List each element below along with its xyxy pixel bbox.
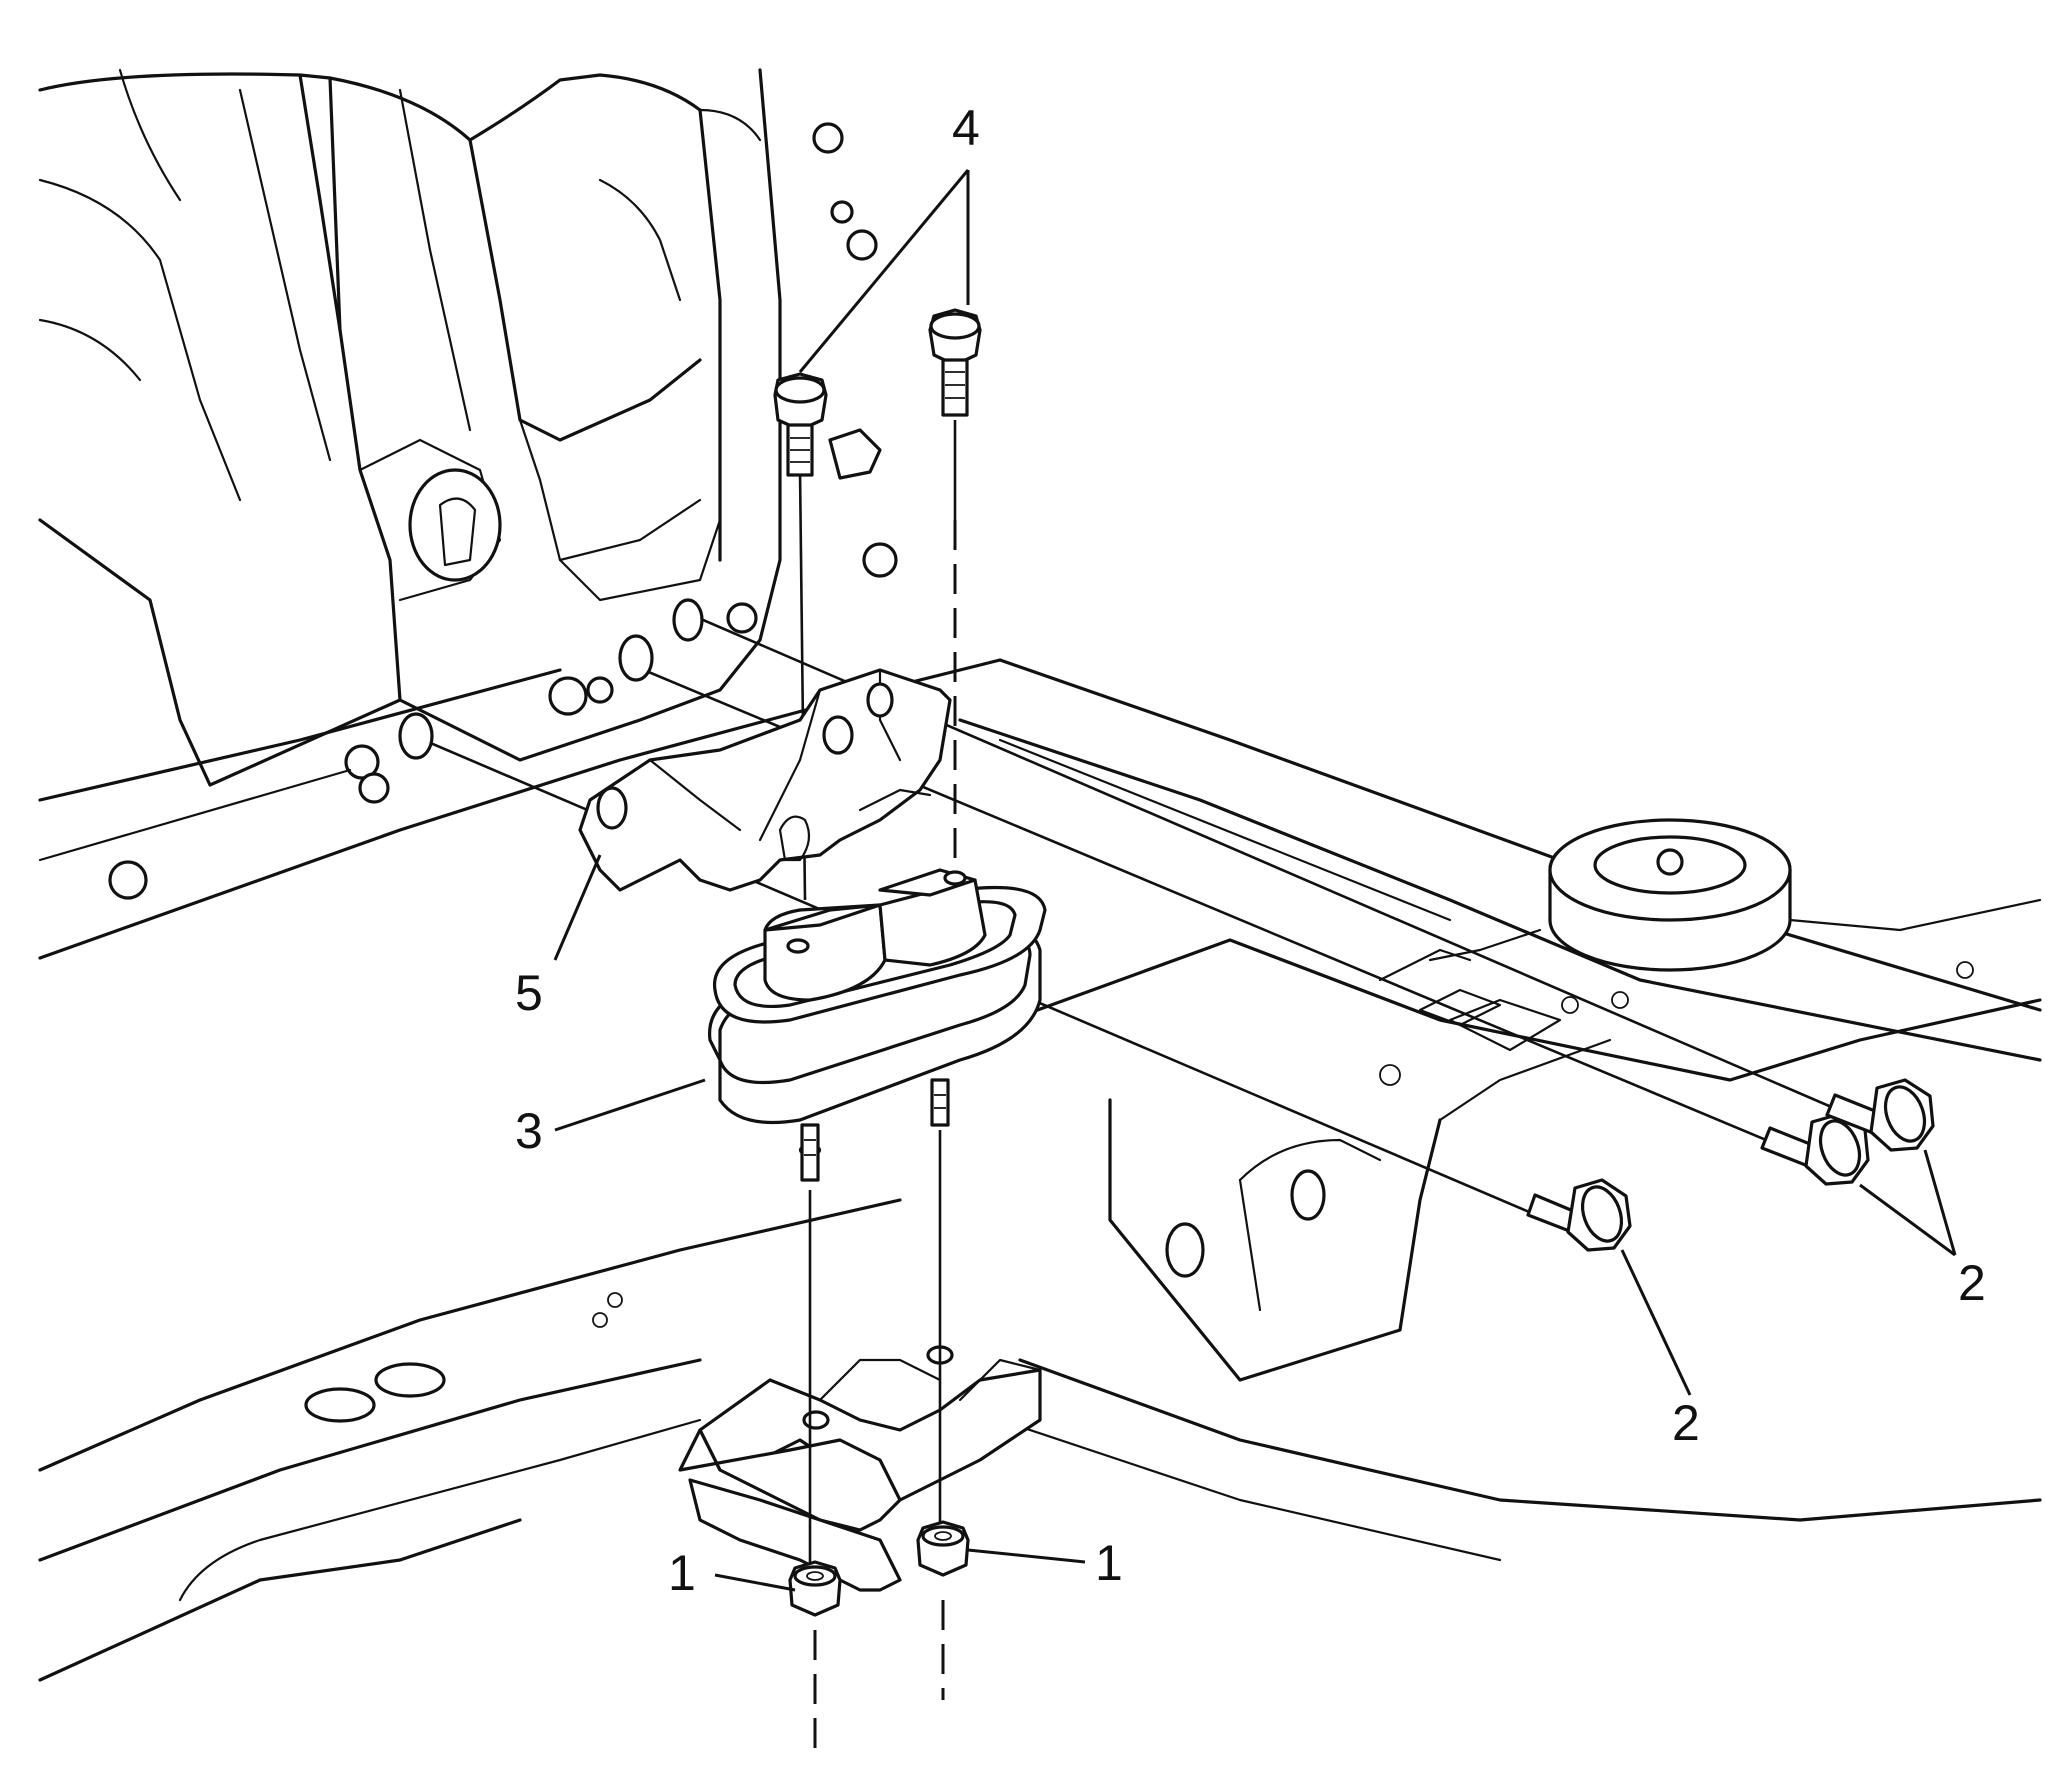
nut-1-right [916,1520,970,1577]
nut-1-left [788,1560,842,1617]
frame-rail [38,658,2042,1382]
transmission-mount [708,868,1047,1182]
assembly-centerlines [399,420,1851,1760]
lower-subframe [38,1198,2042,1682]
case-bolt-heads [108,122,898,900]
body-mount-puck [1428,818,2042,972]
callout-1-left-label: 1 [668,1545,696,1601]
transmission-mount-bracket [578,668,952,892]
callout-3: 3 [515,1078,706,1159]
callout-3-label: 3 [515,1103,543,1159]
callout-1-right-label: 1 [1095,1535,1123,1591]
lower-mount-brackets [678,1345,1042,1592]
callout-2-rear-label: 2 [1958,1255,1986,1311]
bolt-2-rear-b [1825,1078,1935,1152]
bolt-4-left [773,372,828,477]
callout-2-rear: 2 [1859,1149,1986,1311]
frame-bolt-holes [398,598,704,760]
callout-4-label: 4 [952,100,980,156]
bolt-2-front [1526,1178,1632,1252]
callout-5-label: 5 [515,965,543,1021]
callout-1-right: 1 [967,1535,1123,1591]
callout-2-front: 2 [1620,1249,1700,1451]
bolt-4-right [928,308,982,417]
callout-2-front-label: 2 [1672,1395,1700,1451]
callout-4: 4 [798,100,980,373]
transmission-case [38,68,782,787]
callout-5: 5 [515,854,602,1021]
callout-1-left: 1 [668,1545,796,1601]
